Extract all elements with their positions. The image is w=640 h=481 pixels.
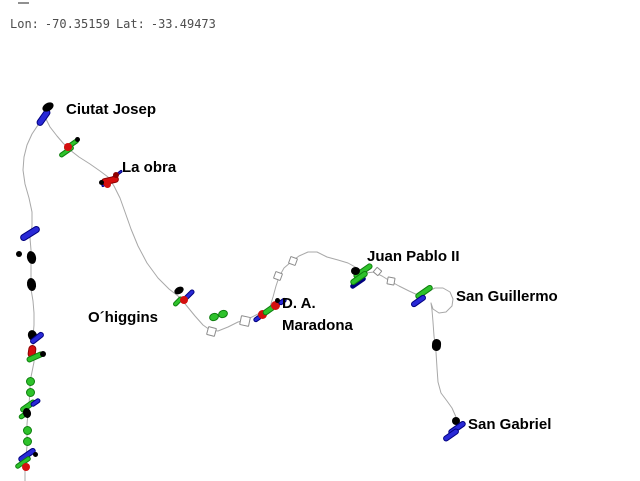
vehicle-west-2-dot: [40, 351, 46, 357]
dot-black-west-1-dot: [16, 251, 22, 257]
map-label-d-a-maradona: D. A. Maradona: [282, 295, 353, 334]
route-west: [22, 117, 45, 481]
vehicle-la-obra-dot: [103, 180, 111, 188]
map-label-ciutat-josep: Ciutat Josep: [66, 101, 157, 118]
dot-green-west-2-dot: [25, 387, 35, 397]
vehicle-maradona-dot: [274, 297, 280, 303]
lon-label: Lon:: [10, 17, 39, 31]
dot-green-west-4-dot: [22, 436, 32, 446]
lat-label: Lat:: [115, 17, 145, 31]
map-label-ohiggins: O´higgins: [88, 309, 158, 326]
dot-green-west-1-dot: [25, 376, 35, 386]
vehicle-green-red-1-dot: [74, 136, 80, 142]
coordinate-readout: Lon: -70.35159 Lat: -33.49473: [10, 17, 222, 31]
stop-square-2-square: [239, 315, 251, 327]
vehicle-maradona-dot: [270, 300, 280, 310]
dot-green-west-3-dot: [22, 425, 32, 435]
vehicle-juan-pablo-ii-dot: [350, 267, 360, 275]
corner-dash: [18, 2, 29, 4]
stop-square-1-square: [205, 325, 217, 337]
vehicle-ohiggins-dot: [180, 296, 188, 304]
map-label-la-obra: La obra: [122, 159, 177, 176]
stop-square-5-square: [386, 276, 396, 286]
vehicle-west-4-dot: [32, 451, 38, 457]
vehicle-san-gabriel-dot: [452, 417, 460, 425]
lat-value: -33.49473: [150, 17, 216, 31]
stop-black-1-bar: [431, 338, 441, 352]
map-label-san-gabriel: San Gabriel: [468, 416, 552, 433]
lon-value: -70.35159: [44, 17, 110, 31]
vehicle-la-obra-dot: [113, 172, 119, 178]
vehicle-green-red-1-dot: [64, 143, 72, 151]
map-label-san-guillermo: San Guillermo: [456, 288, 558, 305]
map-label-juan-pablo-ii: Juan Pablo II: [367, 248, 460, 265]
vehicle-la-obra-dot: [98, 179, 104, 185]
vehicle-west-4-dot: [22, 463, 30, 471]
vehicle-maradona-dot: [257, 309, 267, 319]
